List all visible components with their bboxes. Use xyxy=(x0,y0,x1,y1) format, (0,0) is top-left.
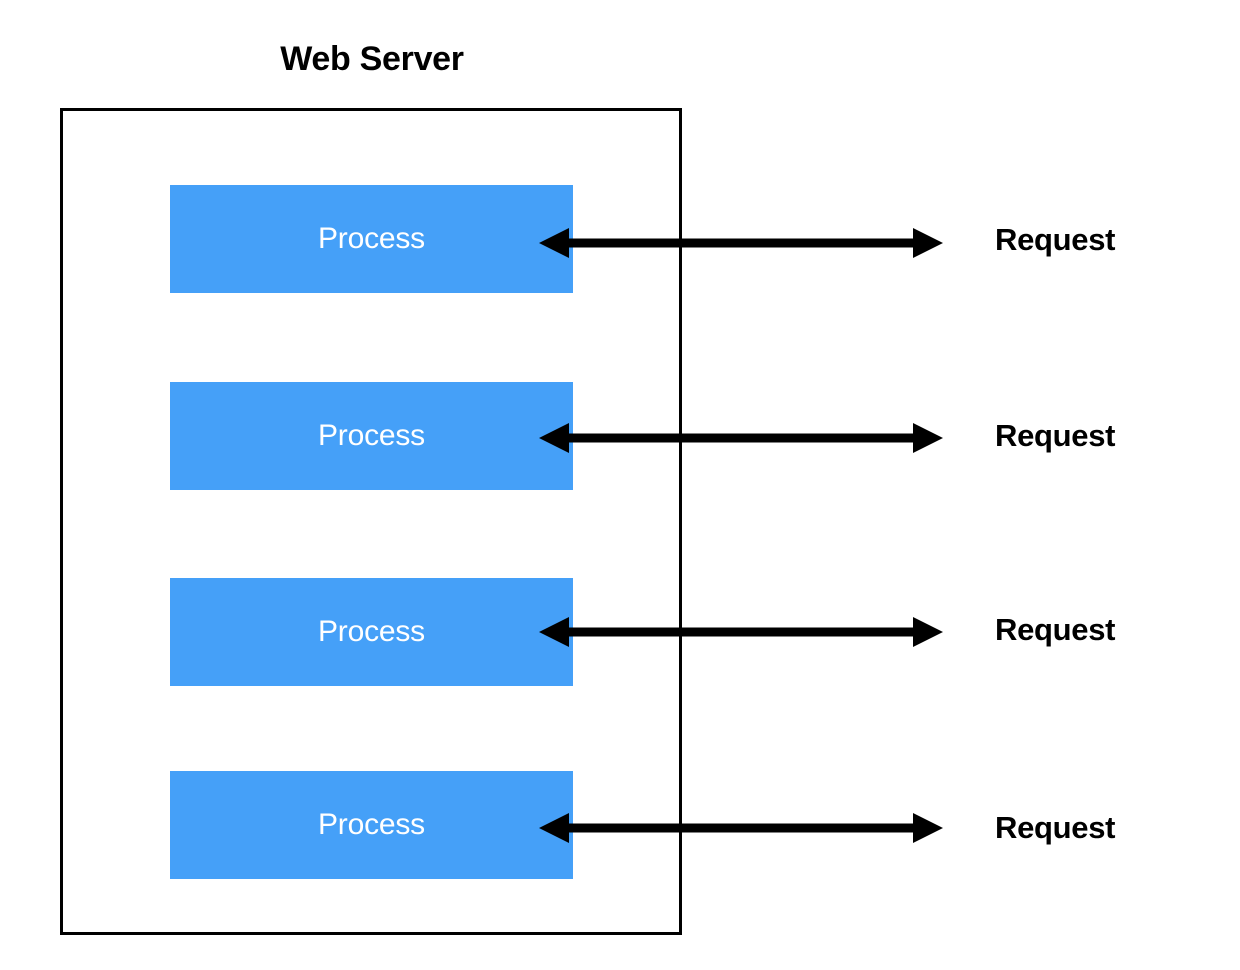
process-label: Process xyxy=(318,615,425,648)
process-label: Process xyxy=(318,222,425,255)
process-box-2[interactable]: Process xyxy=(170,382,573,490)
process-box-1[interactable]: Process xyxy=(170,185,573,293)
request-label-3: Request xyxy=(995,612,1116,647)
request-label-4: Request xyxy=(995,810,1116,845)
page-title: Web Server xyxy=(280,40,464,78)
process-label: Process xyxy=(318,419,425,452)
web-server-container xyxy=(60,108,682,935)
process-label: Process xyxy=(318,808,425,841)
process-box-4[interactable]: Process xyxy=(170,771,573,879)
request-label-1: Request xyxy=(995,222,1116,257)
request-label-2: Request xyxy=(995,418,1116,453)
process-box-3[interactable]: Process xyxy=(170,578,573,686)
